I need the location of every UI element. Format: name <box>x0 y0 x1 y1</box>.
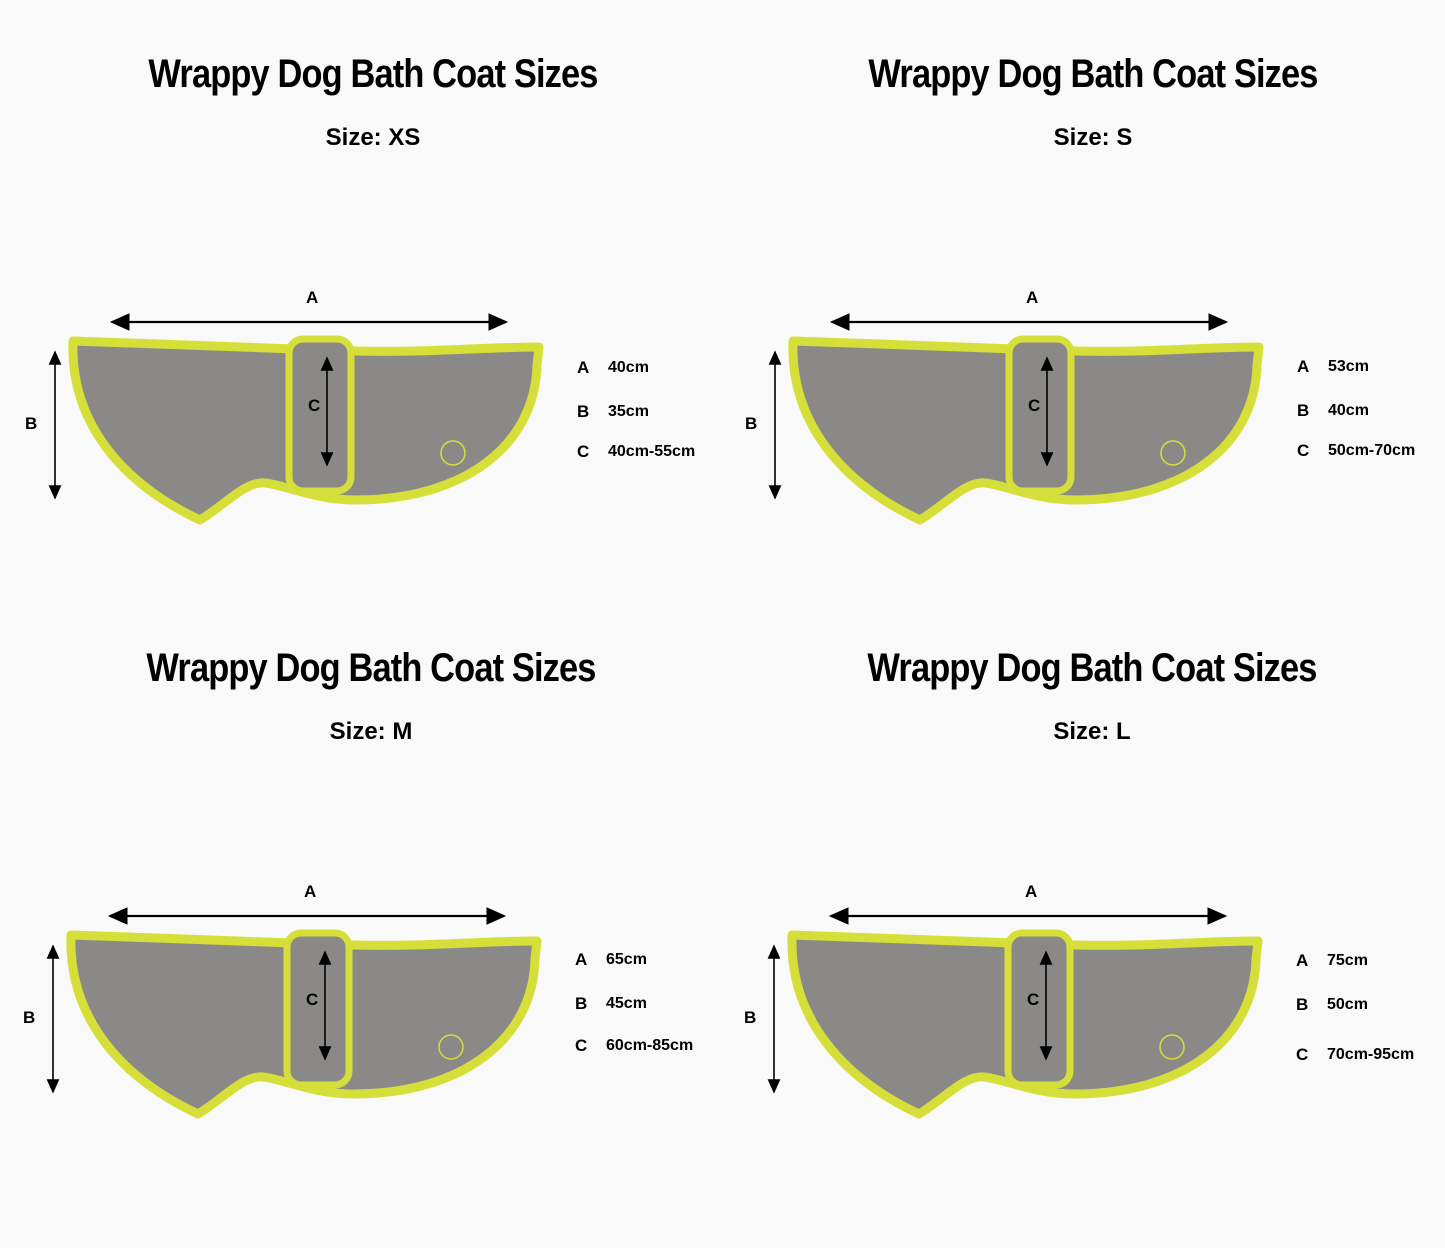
coat-strap <box>1005 335 1075 495</box>
legend-letter: C <box>575 1036 588 1055</box>
coat-strap <box>1004 929 1074 1089</box>
dimension-b-label: B <box>745 414 758 433</box>
legend-value: 40cm-55cm <box>608 443 696 460</box>
dimension-c-label: C <box>1028 396 1041 415</box>
legend-value: 70cm-95cm <box>1327 1046 1415 1063</box>
legend-value: 50cm-70cm <box>1328 442 1416 459</box>
legend-letter: B <box>575 994 588 1013</box>
size-label: Size: S <box>1053 124 1133 151</box>
size-label: Size: M <box>329 718 413 745</box>
coat-strap <box>285 335 355 495</box>
legend-letter: A <box>1296 951 1309 970</box>
coat-strap <box>283 929 353 1089</box>
dimension-c-label: C <box>308 396 321 415</box>
size-panel-m: Wrappy Dog Bath Coat Sizes Size: M A B C… <box>0 594 720 1214</box>
legend-letter: A <box>1297 357 1310 376</box>
legend-value: 35cm <box>608 403 649 420</box>
brand-logo-icon <box>1159 1034 1185 1060</box>
panel-title: Wrappy Dog Bath Coat Sizes <box>148 52 598 96</box>
legend-value: 53cm <box>1328 358 1369 375</box>
panel-title: Wrappy Dog Bath Coat Sizes <box>868 52 1318 96</box>
size-label: Size: XS <box>325 124 421 151</box>
legend-letter: C <box>1296 1045 1309 1064</box>
legend-letter: A <box>575 950 588 969</box>
legend-value: 65cm <box>606 951 647 968</box>
panel-title: Wrappy Dog Bath Coat Sizes <box>146 646 596 690</box>
dimension-c-label: C <box>306 990 319 1009</box>
brand-logo-icon <box>1160 440 1186 466</box>
brand-logo-icon <box>440 440 466 466</box>
size-panel-xs: Wrappy Dog Bath Coat Sizes Size: XS A B … <box>0 0 722 620</box>
legend-value: 75cm <box>1327 952 1368 969</box>
legend-value: 50cm <box>1327 996 1368 1013</box>
legend-letter: C <box>1297 441 1310 460</box>
legend-letter: B <box>1297 401 1310 420</box>
legend-letter: C <box>577 442 590 461</box>
legend-value: 45cm <box>606 995 647 1012</box>
legend-letter: B <box>577 402 590 421</box>
dimension-a-label: A <box>304 882 317 901</box>
dimension-b-label: B <box>25 414 38 433</box>
dimension-b-label: B <box>744 1008 757 1027</box>
dimension-a-label: A <box>1025 882 1038 901</box>
dimension-a-label: A <box>1026 288 1039 307</box>
panel-title: Wrappy Dog Bath Coat Sizes <box>867 646 1317 690</box>
size-panel-s: Wrappy Dog Bath Coat Sizes Size: S A B C… <box>720 0 1442 620</box>
coat-diagram <box>48 313 544 525</box>
coat-diagram <box>767 907 1263 1119</box>
brand-logo-icon <box>438 1034 464 1060</box>
dimension-a-label: A <box>306 288 319 307</box>
legend-letter: B <box>1296 995 1309 1014</box>
legend-value: 40cm <box>1328 402 1369 419</box>
size-label: Size: L <box>1053 718 1131 745</box>
size-panel-l: Wrappy Dog Bath Coat Sizes Size: L A B C… <box>719 594 1441 1214</box>
legend-letter: A <box>577 358 590 377</box>
dimension-b-label: B <box>23 1008 36 1027</box>
coat-diagram <box>768 313 1264 525</box>
coat-diagram <box>46 907 542 1119</box>
dimension-c-label: C <box>1027 990 1040 1009</box>
legend-value: 40cm <box>608 359 649 376</box>
legend-value: 60cm-85cm <box>606 1037 694 1054</box>
